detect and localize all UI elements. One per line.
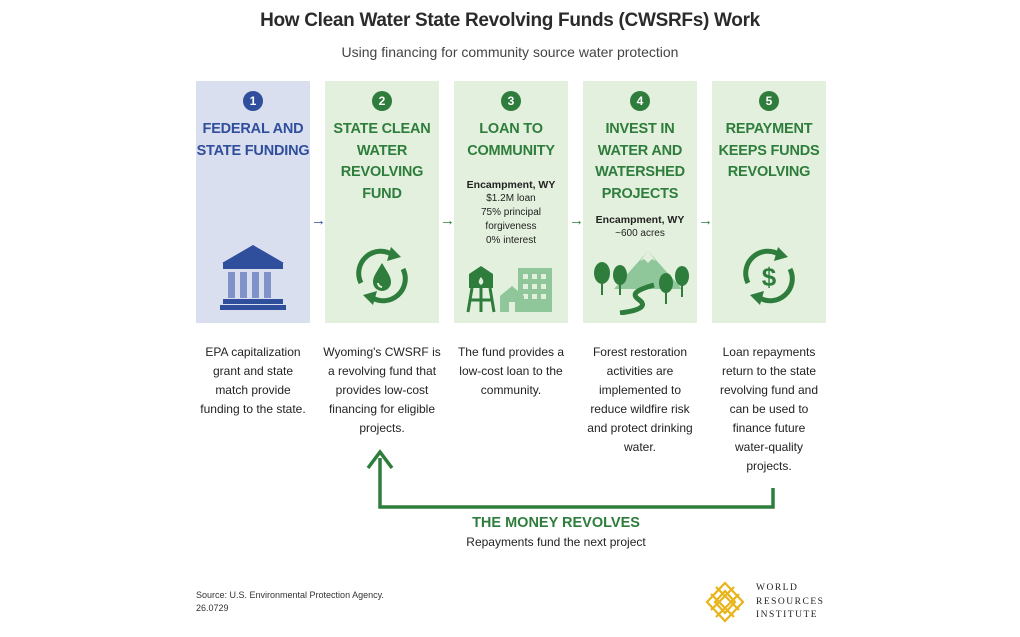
community-water-tower-icon: [466, 266, 552, 313]
government-building-icon: [220, 245, 286, 310]
wri-logo-text: WORLD RESOURCES INSTITUTE: [756, 583, 825, 620]
flow-arrow-4: →: [698, 212, 713, 229]
dollar-cycle-icon: $: [743, 247, 795, 305]
wri-logo-icon: [705, 581, 745, 623]
source-note: Source: U.S. Environmental Protection Ag…: [196, 590, 384, 613]
step-number-badge: 2: [372, 91, 392, 111]
step-number-badge: 4: [630, 91, 650, 111]
flow-arrow-2: →: [440, 212, 455, 229]
project-details: Encampment, WY ~600 acres: [595, 214, 685, 239]
money-revolves-title: THE MONEY REVOLVES: [472, 515, 640, 531]
page-title: How Clean Water State Revolving Funds (C…: [260, 10, 760, 31]
flow-arrow-3: →: [569, 212, 584, 229]
svg-text:$: $: [762, 262, 777, 292]
step-number-badge: 5: [759, 91, 779, 111]
flow-arrow-1: →: [311, 212, 326, 229]
step-number-badge: 1: [243, 91, 263, 111]
forest-watershed-icon: [594, 251, 689, 315]
step-number-badge: 3: [501, 91, 521, 111]
water-cycle-icon: [356, 247, 408, 305]
loan-details: Encampment, WY $1.2M loan 75% principal …: [466, 179, 556, 246]
page-subtitle: Using financing for community source wat…: [341, 44, 679, 60]
money-revolves-subtitle: Repayments fund the next project: [466, 535, 646, 549]
revolving-loop-arrow: [366, 449, 775, 509]
